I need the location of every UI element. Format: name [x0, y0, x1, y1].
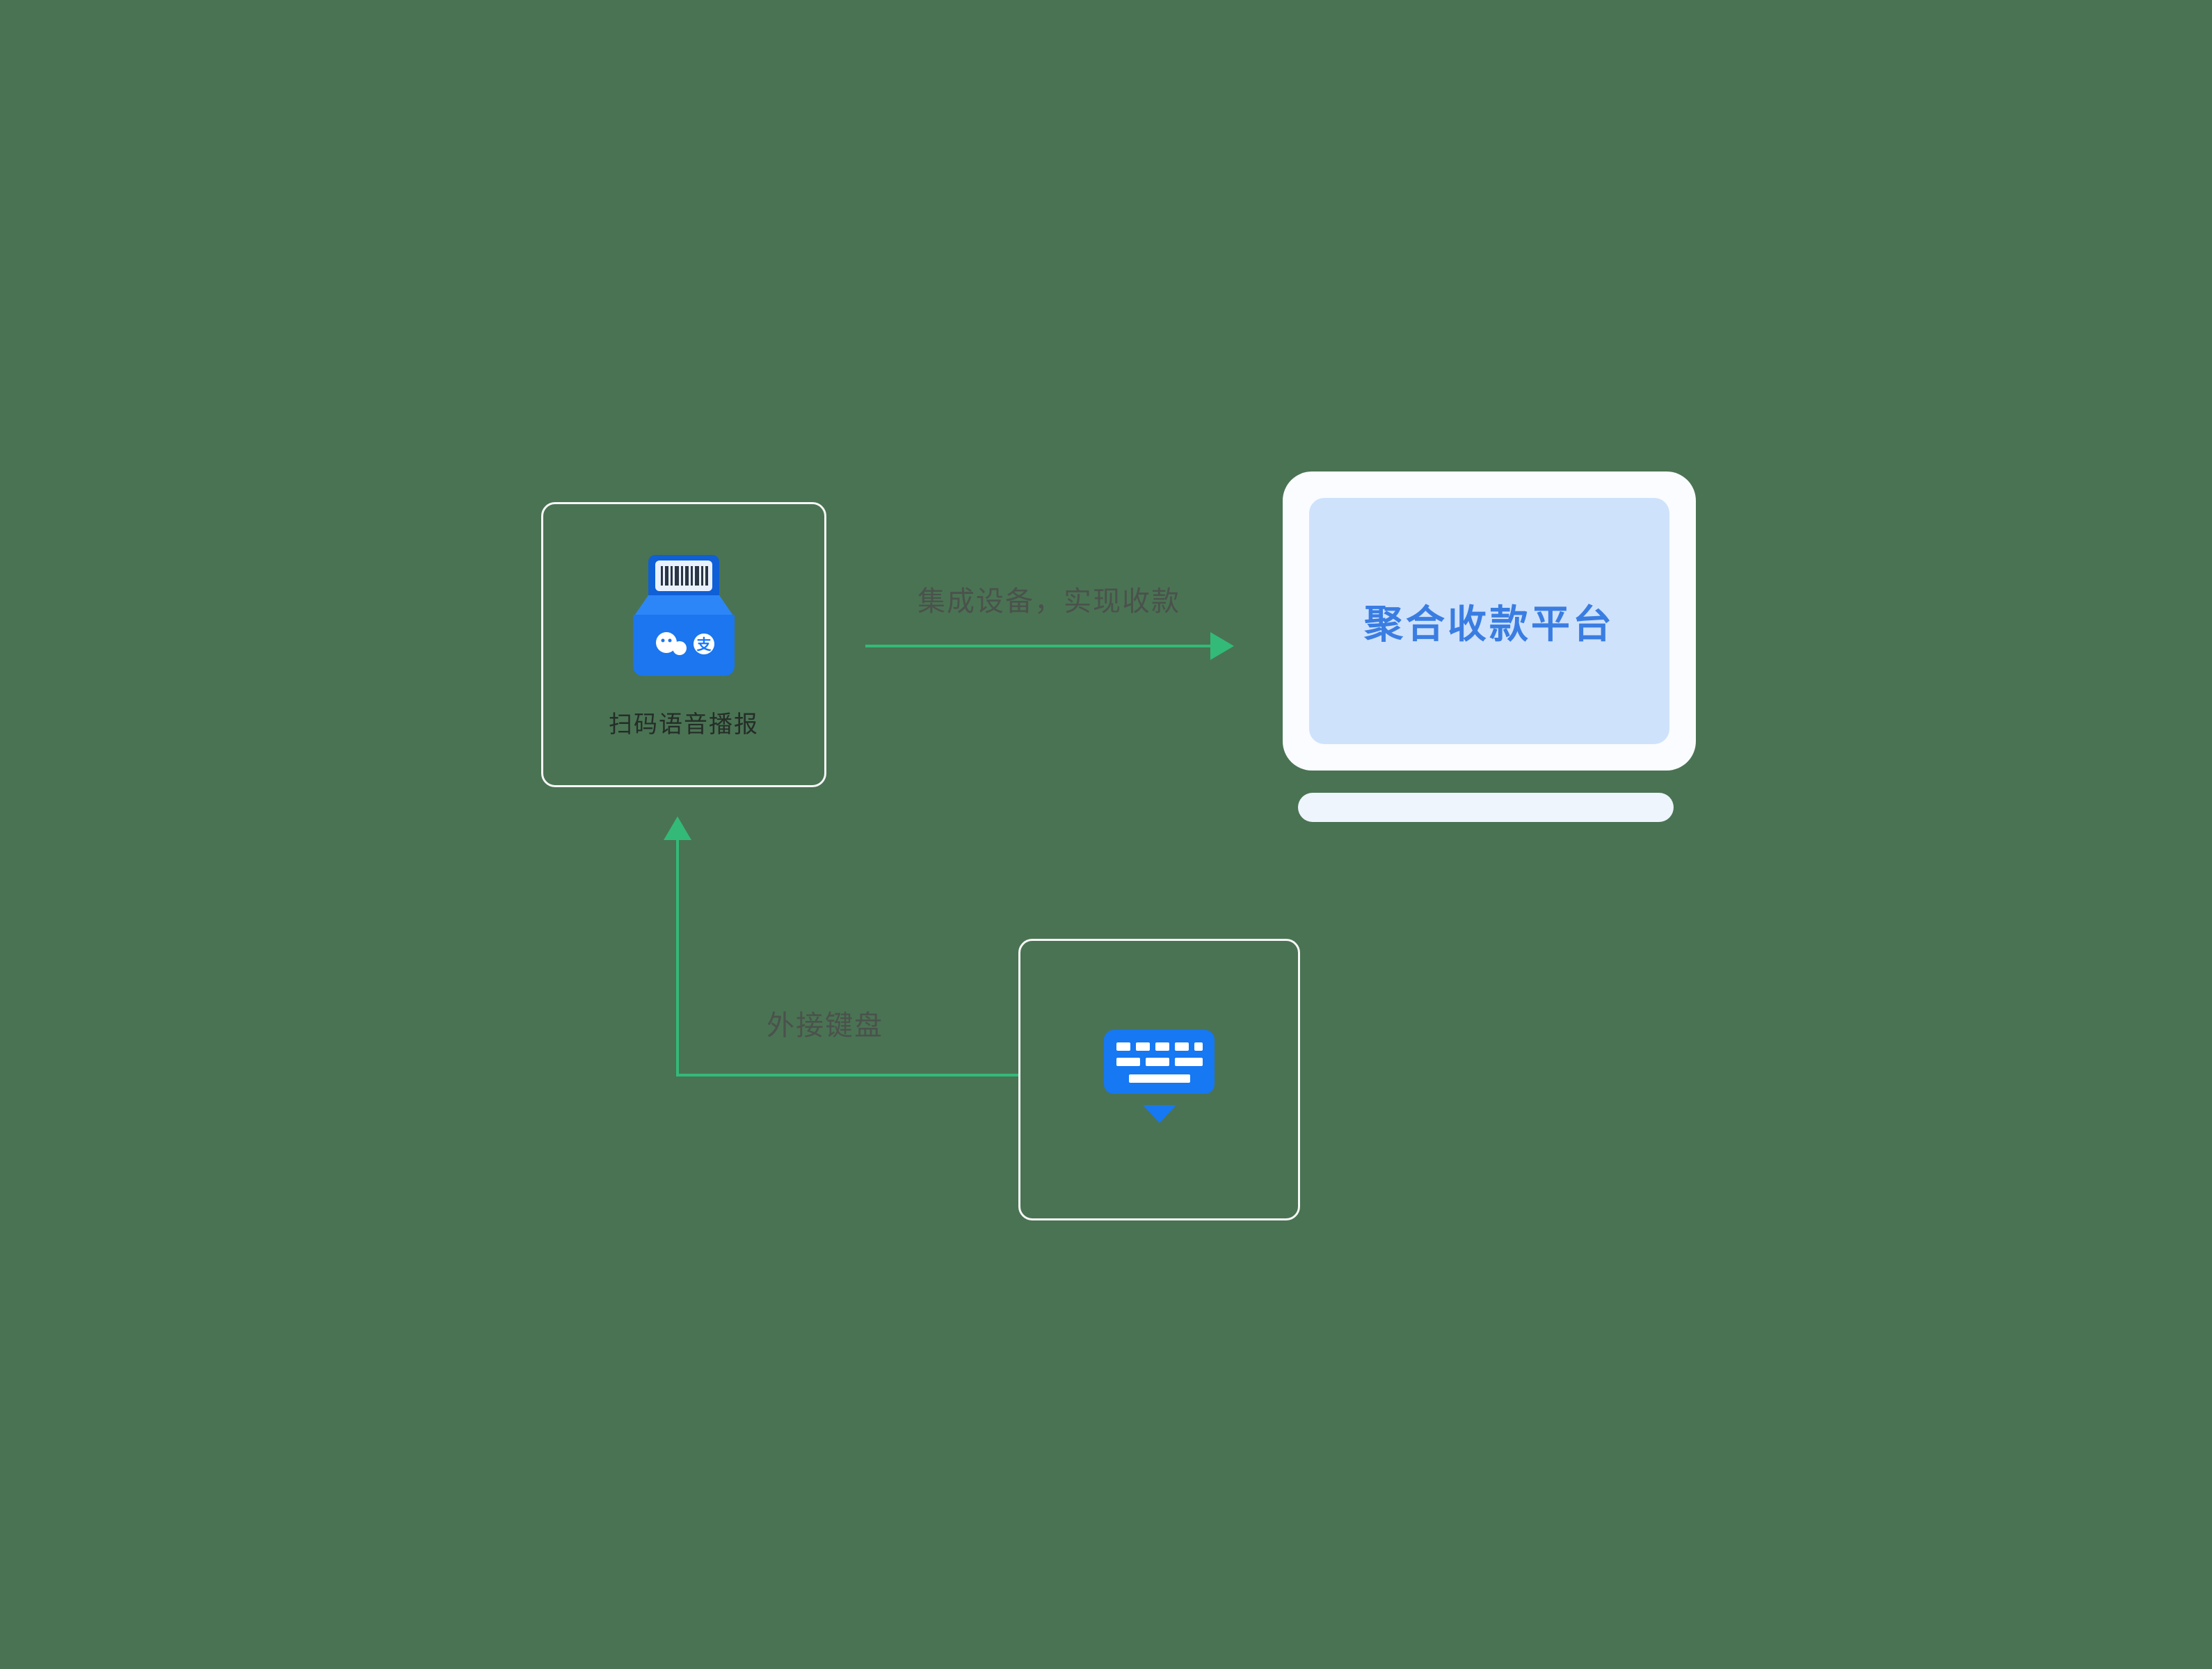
keyboard-node [1018, 939, 1300, 1220]
arrow-device-to-platform-label: 集成设备，实现收款 [917, 586, 1180, 617]
platform-monitor: 聚合收款平台 [1283, 471, 1696, 771]
keyboard-icon [1104, 1029, 1215, 1123]
platform-title: 聚合收款平台 [1364, 602, 1614, 646]
alipay-logo: 支 [694, 633, 714, 654]
arrow-keyboard-to-device-label: 外接键盘 [767, 1010, 883, 1041]
svg-text:支: 支 [697, 637, 712, 653]
platform-monitor-screen: 聚合收款平台 [1309, 498, 1669, 744]
payment-scanner-icon: 支 [633, 554, 735, 676]
arrow-keyboard-to-device-vertical [676, 839, 679, 1077]
scanner-node-label: 扫码语音播报 [609, 711, 759, 738]
arrow-keyboard-to-device-horizontal [676, 1074, 1018, 1077]
arrow-device-to-platform [865, 645, 1213, 647]
platform-monitor-base [1298, 793, 1674, 822]
arrowhead-right-icon [1210, 632, 1234, 660]
arrowhead-up-icon [664, 816, 691, 840]
scanner-node: 支 扫码语音播报 [541, 502, 826, 787]
wechat-logo [656, 631, 687, 655]
